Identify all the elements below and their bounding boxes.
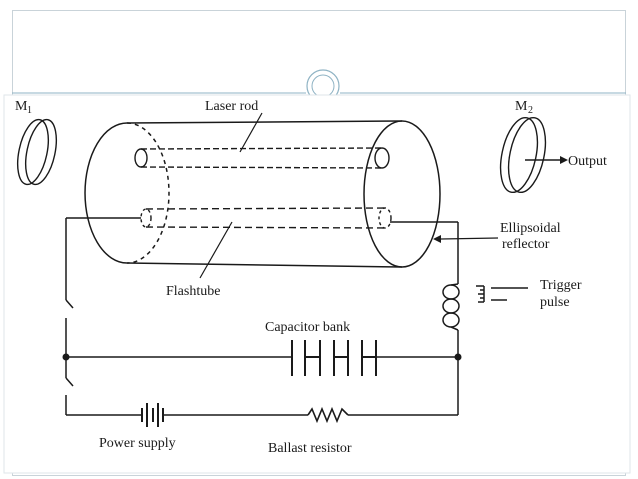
power-supply-label: Power supply: [99, 436, 176, 451]
output-arrow: [525, 156, 568, 164]
leader-lines: [199, 112, 499, 279]
m1-label: M: [15, 99, 28, 114]
trigger-coil: [442, 283, 528, 331]
diagram-panel: [3, 94, 631, 474]
flashtube-label: Flashtube: [166, 284, 220, 299]
flashtube: [140, 207, 392, 229]
header-divider: [12, 69, 626, 103]
output-label: Output: [568, 154, 607, 169]
ellipsoidal-reflector: [84, 120, 441, 268]
junction-dots: [62, 353, 462, 361]
ballast-resistor: [307, 406, 349, 424]
mirror-m2: [499, 116, 547, 194]
pulse-label: pulse: [540, 295, 570, 310]
reflector-label: reflector: [502, 237, 550, 252]
m1-subscript: 1: [27, 105, 32, 116]
ballast-resistor-label: Ballast resistor: [268, 441, 352, 456]
power-supply-battery: [141, 403, 164, 427]
laser-rod-label: Laser rod: [205, 99, 258, 114]
laser-rod: [134, 147, 390, 169]
trigger-label: Trigger: [540, 278, 582, 293]
mirror-m1: [16, 118, 58, 186]
circuit-wiring: [65, 217, 459, 416]
capacitor-bank: [291, 340, 377, 376]
m2-subscript: 2: [528, 105, 533, 116]
ellipsoidal-label: Ellipsoidal: [500, 221, 561, 236]
m2-label: M: [515, 99, 528, 114]
capacitor-bank-label: Capacitor bank: [265, 320, 350, 335]
